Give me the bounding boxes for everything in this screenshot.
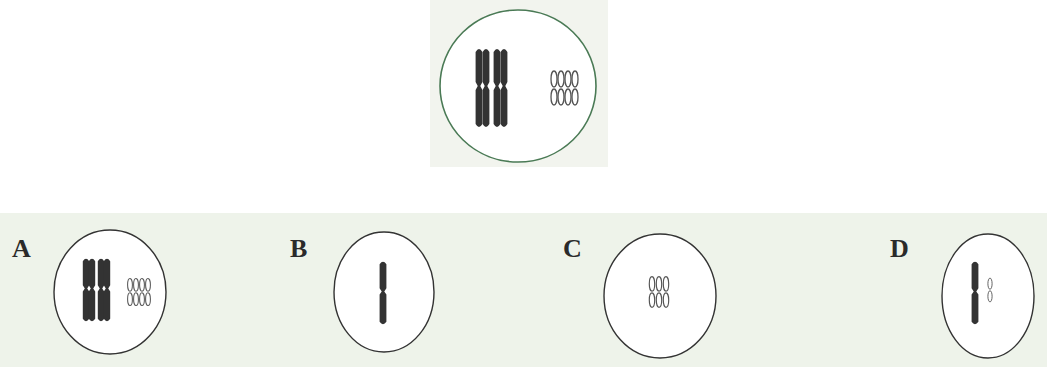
background-panel — [0, 213, 1047, 367]
cell-outline — [942, 234, 1034, 358]
cell-outline — [440, 10, 596, 162]
option-letter: B — [290, 236, 307, 262]
background-panel — [430, 0, 608, 167]
cell-outline — [604, 234, 716, 358]
cell-outline — [334, 232, 434, 352]
option-letter: D — [890, 236, 909, 262]
option-letter: A — [12, 236, 31, 262]
cell-outline — [54, 230, 166, 354]
option-letter: C — [563, 236, 582, 262]
